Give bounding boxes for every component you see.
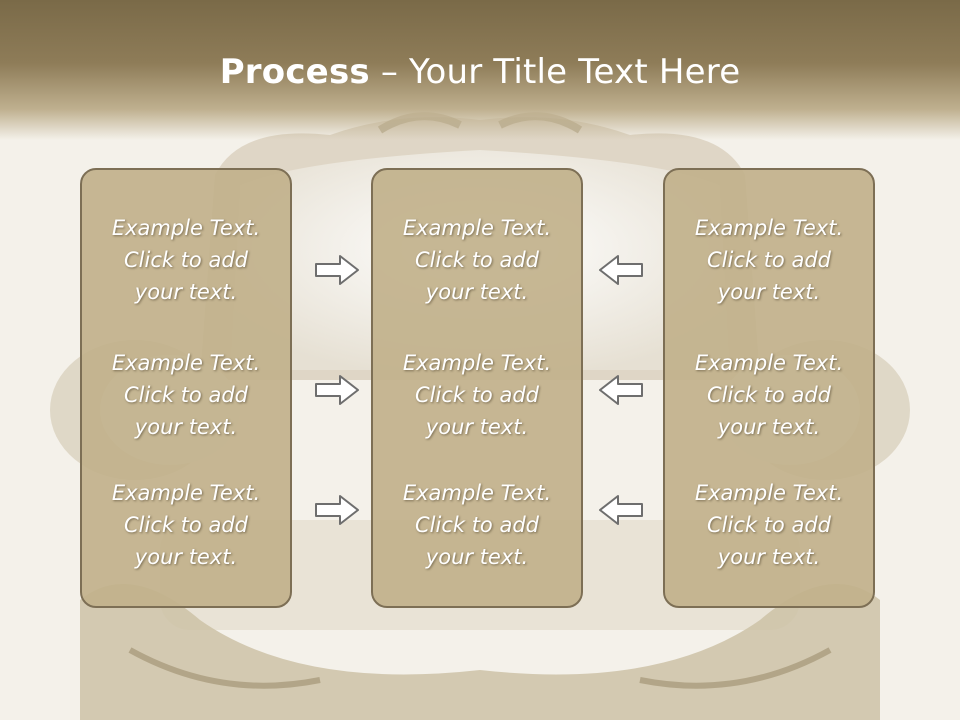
- text-placeholder[interactable]: Example Text. Click to add your text.: [373, 212, 581, 308]
- text-line: Click to add: [706, 248, 831, 272]
- text-placeholder[interactable]: Example Text. Click to add your text.: [82, 477, 290, 573]
- title-rest: – Your Title Text Here: [369, 52, 741, 92]
- text-line: Example Text.: [694, 481, 844, 505]
- text-line: Example Text.: [402, 351, 552, 375]
- text-line: Example Text.: [111, 216, 261, 240]
- text-line: Example Text.: [111, 351, 261, 375]
- right-arrow-icon: [315, 495, 359, 525]
- process-panel-center[interactable]: Example Text. Click to add your text. Ex…: [371, 168, 583, 608]
- text-placeholder[interactable]: Example Text. Click to add your text.: [665, 347, 873, 443]
- text-line: Click to add: [706, 383, 831, 407]
- text-placeholder[interactable]: Example Text. Click to add your text.: [665, 477, 873, 573]
- process-panel-left[interactable]: Example Text. Click to add your text. Ex…: [80, 168, 292, 608]
- process-panel-right[interactable]: Example Text. Click to add your text. Ex…: [663, 168, 875, 608]
- text-placeholder[interactable]: Example Text. Click to add your text.: [373, 477, 581, 573]
- text-line: your text.: [425, 545, 529, 569]
- text-line: your text.: [717, 415, 821, 439]
- text-line: your text.: [134, 280, 238, 304]
- text-line: Click to add: [123, 383, 248, 407]
- text-line: your text.: [717, 545, 821, 569]
- text-line: Click to add: [414, 513, 539, 537]
- text-line: Click to add: [414, 248, 539, 272]
- text-placeholder[interactable]: Example Text. Click to add your text.: [373, 347, 581, 443]
- text-line: Click to add: [414, 383, 539, 407]
- text-line: Example Text.: [402, 481, 552, 505]
- text-line: Example Text.: [694, 216, 844, 240]
- text-line: your text.: [134, 545, 238, 569]
- text-line: Click to add: [123, 513, 248, 537]
- left-arrow-icon: [599, 375, 643, 405]
- slide-title[interactable]: Process – Your Title Text Here: [0, 52, 960, 92]
- text-placeholder[interactable]: Example Text. Click to add your text.: [82, 347, 290, 443]
- right-arrow-icon: [315, 375, 359, 405]
- right-arrow-icon: [315, 255, 359, 285]
- text-line: your text.: [425, 280, 529, 304]
- title-bold: Process: [219, 52, 370, 92]
- text-line: Click to add: [706, 513, 831, 537]
- title-bar: [0, 0, 960, 140]
- text-line: your text.: [717, 280, 821, 304]
- text-line: Example Text.: [111, 481, 261, 505]
- text-placeholder[interactable]: Example Text. Click to add your text.: [665, 212, 873, 308]
- left-arrow-icon: [599, 255, 643, 285]
- text-line: Example Text.: [402, 216, 552, 240]
- text-line: your text.: [425, 415, 529, 439]
- text-line: Click to add: [123, 248, 248, 272]
- text-placeholder[interactable]: Example Text. Click to add your text.: [82, 212, 290, 308]
- text-line: Example Text.: [694, 351, 844, 375]
- left-arrow-icon: [599, 495, 643, 525]
- text-line: your text.: [134, 415, 238, 439]
